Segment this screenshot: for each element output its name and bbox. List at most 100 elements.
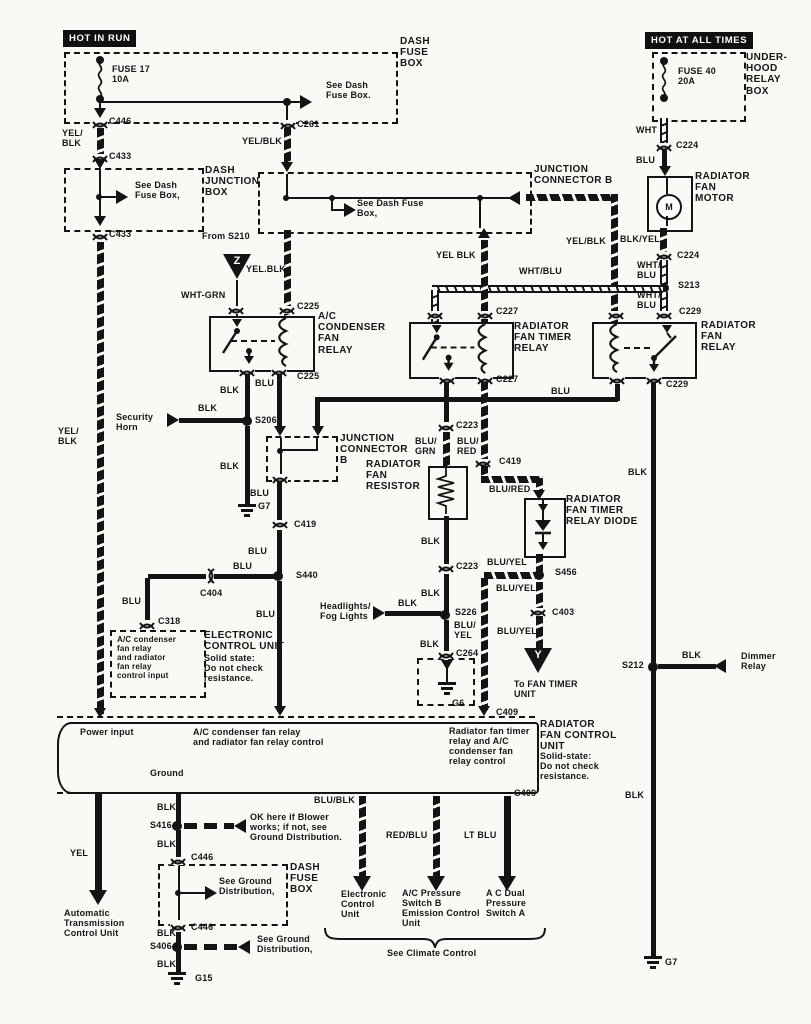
connector-c223-top — [438, 423, 454, 432]
whtblu-label-2: WHT/ BLU — [637, 290, 661, 311]
c224-1-label: C224 — [676, 140, 699, 150]
yelblk-label-long: YEL/ BLK — [58, 426, 79, 447]
c446-3-label: C446 — [191, 922, 214, 932]
connector-c229-top-right — [656, 311, 672, 320]
bluyel-label-b: BLU/YEL — [496, 583, 536, 593]
ac-condenser-fan-relay-box — [209, 316, 315, 372]
control-unit-bottom-connector-line — [57, 792, 535, 794]
c433-1-label: C433 — [109, 151, 132, 161]
ac-relay-control-label: A/C condenser fan relay and radiator fan… — [193, 727, 324, 748]
see-climate-control-label: See Climate Control — [387, 948, 477, 958]
s456-label: S456 — [555, 567, 577, 577]
headlights-arrow — [373, 606, 385, 620]
ltblu-label: LT BLU — [464, 830, 497, 840]
splice-s416 — [172, 821, 182, 831]
c419-2-label: C419 — [499, 456, 522, 466]
dimmer-relay-arrow — [714, 659, 726, 673]
radiator-fan-relay-label: RADIATOR FAN RELAY — [701, 320, 757, 354]
motor-m: M — [665, 202, 673, 212]
connector-c225-top-left — [228, 306, 244, 315]
yelblk-label-5: YEL/BLK — [566, 236, 606, 246]
wire-bluyel-3 — [536, 616, 543, 648]
blk-label-b: BLK — [198, 403, 218, 413]
arrow-into-control-unit-2 — [274, 706, 286, 716]
arrow-up-into-jcb-top — [478, 228, 490, 238]
blk-label-e: BLK — [421, 536, 441, 546]
c261-label: C261 — [297, 119, 320, 129]
yelblk-label-4: YEL BLK — [436, 250, 476, 260]
connector-c446-2 — [170, 857, 186, 866]
blk-label-c: BLK — [220, 461, 240, 471]
wire-timer-left-out — [444, 382, 449, 422]
atcu-label: Automatic Transmission Control Unit — [64, 908, 125, 939]
wire-blk-to-g7-right — [651, 671, 656, 956]
timer-relay-control-label: Radiator fan timer relay and A/C condens… — [449, 726, 530, 767]
jcb-internal-bus — [287, 197, 514, 199]
wht-label: WHT — [636, 125, 658, 135]
blk-label-f: BLK — [398, 598, 418, 608]
c446-top-label: C446 — [109, 116, 132, 126]
wire-yelblk-long-left — [97, 242, 104, 714]
blu-label-a: BLU — [255, 378, 275, 388]
s416-label: S416 — [150, 820, 172, 830]
c227-top-label: C227 — [496, 306, 519, 316]
splice-s406 — [172, 942, 182, 952]
fan-timer-relay-diode-label: RADIATOR FAN TIMER RELAY DIODE — [566, 494, 638, 528]
splice-s440 — [273, 571, 283, 581]
c318-label: C318 — [158, 616, 181, 626]
ground-g7-mid — [237, 504, 257, 517]
jcb-mid-wire-1 — [280, 438, 282, 474]
c227-bottom-label: C227 — [496, 374, 519, 384]
whtgrn-label: WHT-GRN — [181, 290, 226, 300]
wire-blu-3 — [277, 581, 282, 711]
jcb-dot-3 — [477, 195, 483, 201]
yelblk-label-2: YEL/BLK — [242, 136, 282, 146]
wire-blk-to-g15 — [176, 950, 181, 972]
wire-bluyel-2 — [536, 582, 543, 608]
connector-c223-bottom — [438, 564, 454, 573]
wire-blu-1 — [277, 482, 282, 520]
wire-whtgrn — [236, 280, 238, 316]
dashed-wire-s416 — [184, 823, 234, 829]
dfb-bottom-dot — [175, 890, 181, 896]
blk-label-d: BLK — [628, 467, 648, 477]
splice-s212 — [648, 662, 658, 672]
wire-blu-bus — [315, 397, 618, 402]
blk-label-g: BLK — [421, 588, 441, 598]
jcb-mid-wire-2 — [316, 438, 318, 451]
ecu2-label: Electronic Control Unit — [341, 889, 387, 920]
c446-2-label: C446 — [191, 852, 214, 862]
connector-c419-1 — [272, 520, 288, 529]
wire-blured-2 — [481, 466, 488, 482]
ground-g6 — [437, 682, 457, 695]
blu-motor-label: BLU — [636, 155, 656, 165]
s406-label: S406 — [150, 941, 172, 951]
c433-2-label: C433 — [109, 229, 132, 239]
underhood-relay-box — [652, 52, 746, 122]
fuse40-label: FUSE 40 20A — [678, 66, 716, 87]
dash-fuse-box-top-label: DASH FUSE BOX — [400, 36, 430, 70]
arrow-into-control-unit — [94, 708, 106, 718]
blu-bus-label: BLU — [551, 386, 571, 396]
wire-bluyel-1 — [536, 554, 543, 574]
acdps-label: A C Dual Pressure Switch A — [486, 888, 527, 919]
c223-top-label: C223 — [456, 420, 479, 430]
c224-2-label: C224 — [677, 250, 700, 260]
wire-blu-to-jcb — [277, 374, 282, 428]
wire-blk-dimmer — [658, 664, 716, 669]
arrow-into-jcb-mid-1 — [274, 426, 286, 436]
whtblu-label-3: WHT/BLU — [519, 266, 562, 276]
wire-blk-to-g7 — [245, 426, 250, 504]
resistor-symbol — [434, 468, 455, 514]
connector-c224-2 — [656, 252, 672, 261]
blkyel-label: BLK/YEL — [620, 234, 660, 244]
ac-relay-internals — [221, 316, 289, 367]
connector-c446-top — [92, 120, 108, 129]
fuse40-symbol — [661, 60, 667, 98]
security-horn-arrow — [167, 413, 179, 427]
wire-blu-2 — [277, 530, 282, 574]
c419-1-label: C419 — [294, 519, 317, 529]
fuse17-label: FUSE 17 10A — [112, 64, 150, 85]
wire-redblu — [433, 796, 440, 878]
